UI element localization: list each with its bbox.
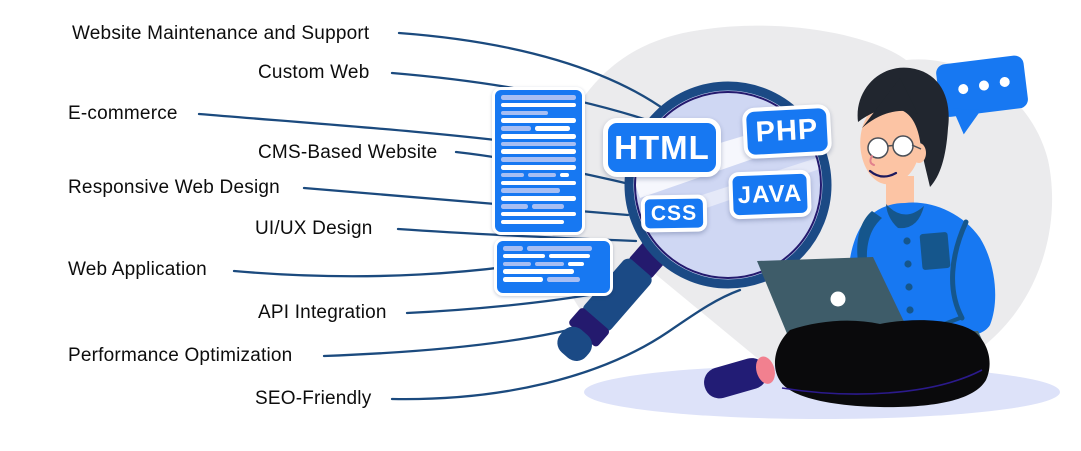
service-label-seo-friendly: SEO-Friendly <box>255 388 372 409</box>
code-line <box>501 141 576 147</box>
arm-crease <box>950 219 969 321</box>
legs <box>704 320 990 408</box>
code-line <box>501 149 576 155</box>
connector-line <box>397 31 670 114</box>
code-line <box>501 196 576 201</box>
service-label-custom-web: Custom Web <box>258 62 370 83</box>
service-label-uiux-design: UI/UX Design <box>255 218 373 239</box>
smile <box>868 169 898 178</box>
head <box>857 67 949 187</box>
ear <box>912 143 926 163</box>
code-line <box>501 102 576 108</box>
code-line <box>501 110 576 116</box>
code-line <box>501 180 576 186</box>
code-line <box>501 165 576 170</box>
magnifier-handle-icon <box>557 237 670 361</box>
buttons <box>901 214 914 314</box>
code-line <box>501 211 576 217</box>
typing-dots-icon <box>958 76 1010 95</box>
code-line <box>503 269 604 274</box>
connector-line <box>322 322 594 358</box>
pocket <box>919 232 951 270</box>
glasses-icon <box>867 135 922 159</box>
service-label-website-maintenance: Website Maintenance and Support <box>72 23 370 44</box>
hair <box>857 67 949 187</box>
connector-line <box>390 288 742 401</box>
connector-line <box>302 186 630 217</box>
code-window-small-icon <box>494 238 613 296</box>
code-line <box>501 172 576 178</box>
tag-html: HTML <box>603 118 721 177</box>
code-line <box>501 95 576 100</box>
pants-seam <box>781 369 983 395</box>
face <box>860 101 920 185</box>
tag-css: CSS <box>640 194 708 233</box>
code-line <box>501 133 576 139</box>
code-line <box>501 157 576 162</box>
shirt-shadow <box>857 211 882 262</box>
tag-php: PHP <box>741 103 833 160</box>
pants <box>774 320 990 408</box>
code-line <box>503 261 604 267</box>
speech-bubble-icon <box>936 55 1028 135</box>
code-line <box>501 203 576 209</box>
service-label-performance: Performance Optimization <box>68 345 293 366</box>
code-line <box>503 277 604 282</box>
sock <box>755 356 775 384</box>
code-line <box>503 246 604 251</box>
connector-line <box>405 291 602 315</box>
shoe-icon <box>704 356 775 399</box>
code-line <box>501 188 576 193</box>
service-label-web-application: Web Application <box>68 259 207 280</box>
code-line <box>503 253 604 259</box>
code-line <box>501 118 576 123</box>
code-line <box>501 219 576 225</box>
service-label-cms-based-website: CMS-Based Website <box>258 142 438 163</box>
hair-bang <box>862 78 918 128</box>
code-window-large-icon <box>492 87 585 235</box>
service-label-api-integration: API Integration <box>258 302 387 323</box>
service-label-ecommerce: E-commerce <box>68 103 178 124</box>
tag-java: JAVA <box>728 169 812 220</box>
laptop-logo <box>830 291 846 307</box>
service-label-responsive-design: Responsive Web Design <box>68 177 280 198</box>
nose <box>869 155 875 166</box>
code-line <box>501 126 576 131</box>
